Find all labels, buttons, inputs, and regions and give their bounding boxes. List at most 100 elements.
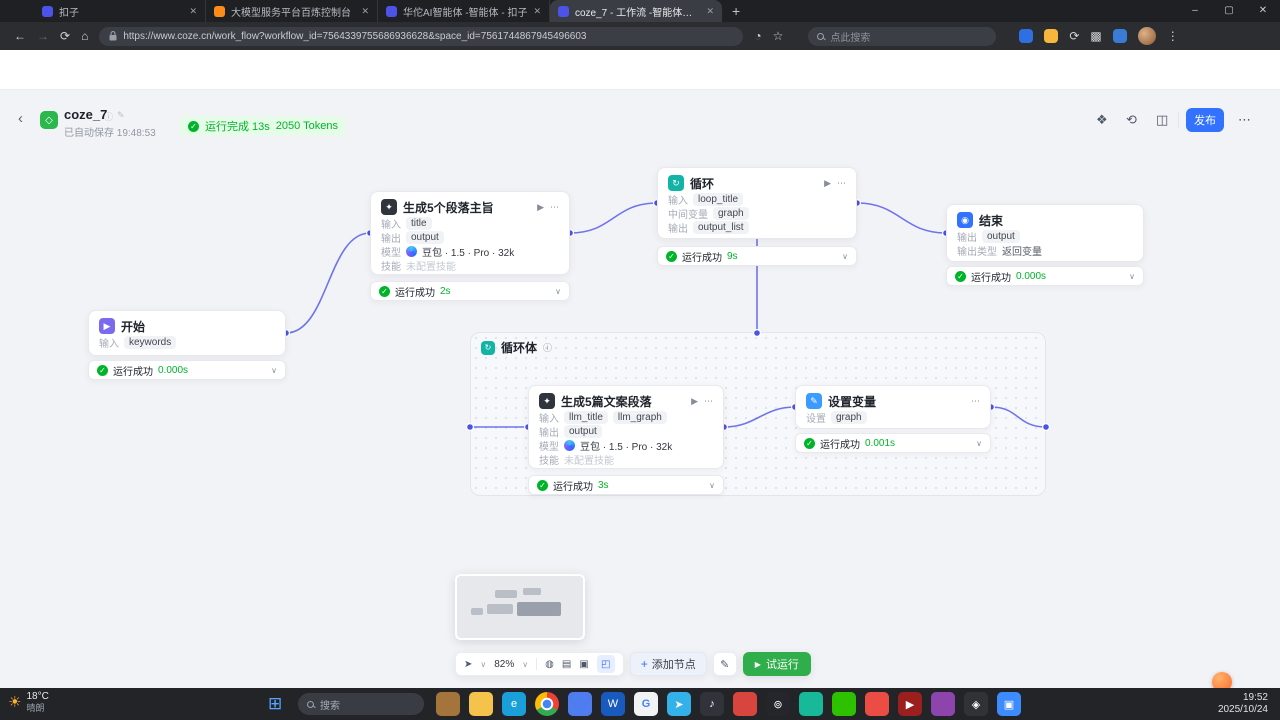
taskbar-search-box[interactable]: 搜索 — [298, 693, 424, 715]
node-more-button[interactable]: ⋯ — [704, 395, 713, 406]
taskbar-app-icon[interactable] — [799, 692, 823, 716]
header-more-button[interactable]: ⋯ — [1238, 112, 1251, 127]
node-more-button[interactable]: ⋯ — [550, 201, 559, 212]
chevron-down-icon[interactable]: ∨ — [271, 365, 277, 375]
browser-tab-3[interactable]: 华佗AI智能体 -智能体 - 扣子 ✕ — [378, 0, 550, 22]
coze-app-icon-active[interactable]: ⊚ — [766, 692, 790, 716]
extensions-menu-icon[interactable]: ▩ — [1090, 29, 1102, 43]
extension-icon[interactable] — [1112, 29, 1127, 43]
taskbar-app-icon[interactable] — [568, 692, 592, 716]
chevron-down-icon[interactable]: ∨ — [555, 286, 561, 296]
close-tab-icon[interactable]: ✕ — [706, 5, 714, 16]
test-run-button[interactable]: ▶ 试运行 — [742, 652, 811, 676]
run-node-button[interactable]: ▶ — [691, 395, 698, 406]
collaboration-icon[interactable]: ◫ — [1156, 112, 1169, 127]
zoom-level[interactable]: 82% — [494, 658, 515, 670]
chevron-down-icon[interactable]: ∨ — [522, 659, 529, 669]
history-icon[interactable]: ⟲ — [1126, 112, 1137, 127]
node-status-loop[interactable]: ✓ 运行成功 9s ∨ — [657, 246, 857, 266]
browser-tab-2[interactable]: 大模型服务平台百炼控制台 ✕ — [206, 0, 378, 22]
close-window-button[interactable]: ✕ — [1258, 5, 1268, 16]
info-icon[interactable]: ⓘ — [104, 112, 114, 122]
run-node-button[interactable]: ▶ — [824, 177, 831, 188]
tab-title: 大模型服务平台百炼控制台 — [231, 7, 351, 19]
taskbar-app-icon[interactable] — [436, 692, 460, 716]
reader-mode-icon[interactable]: ◔ — [754, 29, 762, 43]
chrome-browser-icon[interactable] — [535, 692, 559, 716]
forward-button[interactable]: → — [37, 29, 49, 43]
extension-icon[interactable] — [1044, 29, 1059, 43]
node-status-start[interactable]: ✓ 运行成功 0.000s ∨ — [88, 360, 286, 380]
info-icon[interactable]: ⓘ — [543, 343, 553, 353]
back-button[interactable]: ← — [14, 29, 26, 43]
address-bar[interactable]: https://www.coze.cn/work_flow?workflow_i… — [99, 26, 744, 46]
run-complete-badge[interactable]: ✓ 运行完成 13s 2050 Tokens — [180, 116, 346, 136]
node-status-end[interactable]: ✓ 运行成功 0.000s ∨ — [946, 266, 1144, 286]
close-tab-icon[interactable]: ✕ — [533, 5, 541, 16]
maximize-button[interactable]: ▢ — [1224, 5, 1234, 16]
node-status-llm2[interactable]: ✓ 运行成功 3s ∨ — [528, 475, 724, 495]
close-tab-icon[interactable]: ✕ — [189, 5, 197, 16]
model-icon — [406, 245, 417, 257]
add-node-button[interactable]: + 添加节点 — [629, 652, 707, 676]
extension-icon[interactable] — [1019, 29, 1034, 43]
minimize-button[interactable]: – — [1192, 5, 1198, 16]
new-tab-button[interactable]: + — [732, 3, 741, 19]
cursor-mode-button[interactable]: ➤ — [464, 658, 473, 670]
messenger-app-icon[interactable]: ➤ — [667, 692, 691, 716]
close-tab-icon[interactable]: ✕ — [361, 5, 369, 16]
browser-search-box[interactable]: 点此搜索 — [808, 26, 997, 46]
music-app-icon[interactable]: ♪ — [700, 692, 724, 716]
auto-layout-button[interactable]: ▤ — [561, 658, 572, 670]
node-start[interactable]: ▶ 开始 输入 keywords — [88, 310, 286, 356]
minimap-toggle-button[interactable]: ◰ — [596, 655, 615, 673]
file-explorer-icon[interactable] — [469, 692, 493, 716]
taskbar-app-icon[interactable] — [865, 692, 889, 716]
assistant-floating-button[interactable] — [1212, 672, 1232, 692]
github-icon[interactable]: ◈ — [964, 692, 988, 716]
google-app-icon[interactable]: G — [634, 692, 658, 716]
start-menu-button[interactable]: ⊞ — [268, 694, 283, 713]
chevron-down-icon[interactable]: ∨ — [709, 480, 715, 490]
pen-tool-button[interactable]: ✎ — [712, 652, 737, 676]
node-more-button[interactable]: ⋯ — [837, 177, 846, 188]
canvas-minimap[interactable] — [455, 574, 585, 640]
chevron-down-icon[interactable]: ∨ — [480, 659, 487, 669]
edge-browser-icon[interactable]: e — [502, 692, 526, 716]
browser-tab-1[interactable]: 扣子 ✕ — [34, 0, 206, 22]
browser-menu-icon[interactable]: ⋮ — [1166, 29, 1179, 43]
photos-app-icon[interactable]: ▣ — [997, 692, 1021, 716]
reload-button[interactable]: ⟳ — [60, 29, 71, 43]
chevron-down-icon[interactable]: ∨ — [842, 251, 848, 261]
browser-tab-active[interactable]: coze_7 - 工作流 -智能体平台 ✕ — [550, 0, 722, 22]
workflow-list-icon[interactable]: ❖ — [1096, 112, 1108, 127]
frame-tool-button[interactable]: ▣ — [579, 658, 589, 670]
taskbar-clock[interactable]: 19:52 2025/10/24 — [1218, 692, 1268, 716]
edit-name-icon[interactable]: ✎ — [117, 110, 125, 120]
chevron-down-icon[interactable]: ∨ — [976, 438, 982, 448]
bookmark-icon[interactable]: ☆ — [772, 29, 784, 43]
row-label: 输出 — [381, 233, 401, 245]
video-app-icon[interactable]: ▶ — [898, 692, 922, 716]
sync-icon[interactable]: ⟳ — [1069, 29, 1080, 43]
word-icon[interactable]: W — [601, 692, 625, 716]
taskbar-app-icon[interactable] — [931, 692, 955, 716]
wechat-icon[interactable] — [832, 692, 856, 716]
taskbar-weather-widget[interactable]: ☀ 18°C 晴朗 — [8, 691, 49, 713]
run-node-button[interactable]: ▶ — [537, 201, 544, 212]
node-status-setvar[interactable]: ✓ 运行成功 0.001s ∨ — [795, 433, 991, 453]
profile-avatar[interactable] — [1137, 27, 1156, 45]
taskbar-app-icon[interactable] — [733, 692, 757, 716]
node-status-llm1[interactable]: ✓ 运行成功 2s ∨ — [370, 281, 570, 301]
comment-tool-button[interactable]: ◍ — [545, 658, 554, 670]
node-llm-paragraphs[interactable]: ✦ 生成5篇文案段落 ▶ ⋯ 输入 llm_title llm_graph 输出… — [528, 385, 724, 469]
chevron-down-icon[interactable]: ∨ — [1129, 271, 1135, 281]
back-to-list-button[interactable]: ‹ — [18, 110, 23, 127]
home-button[interactable]: ⌂ — [81, 29, 89, 43]
publish-button[interactable]: 发布 — [1186, 108, 1224, 132]
node-more-button[interactable]: ⋯ — [971, 395, 980, 406]
